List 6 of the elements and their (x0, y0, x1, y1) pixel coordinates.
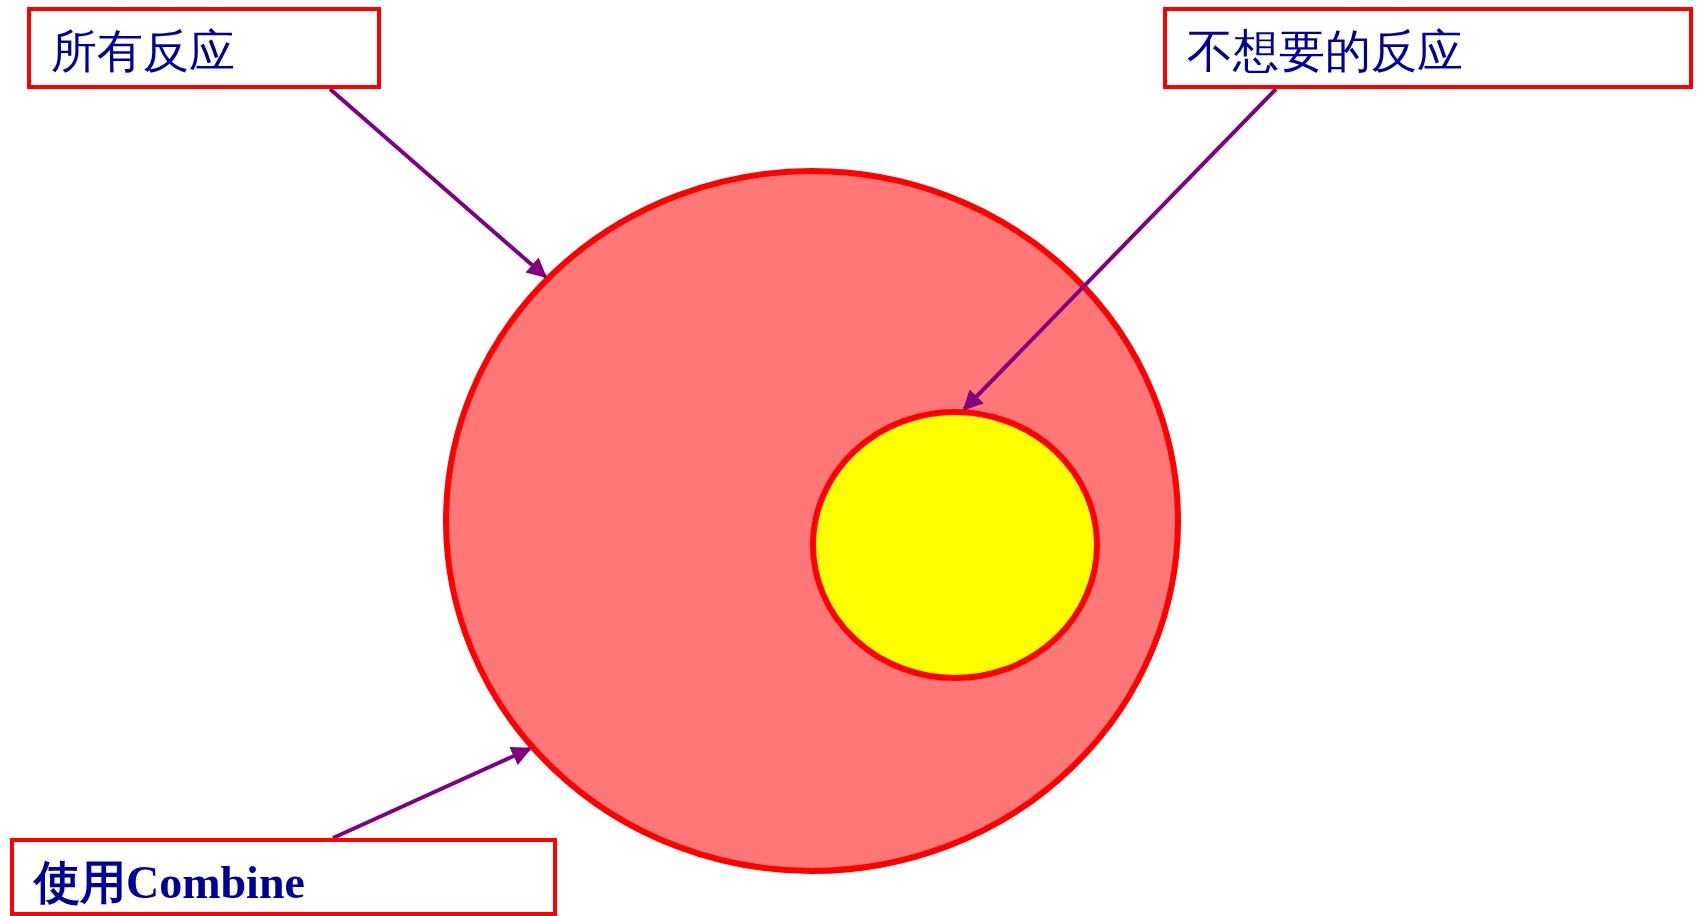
heading-box: 使用Combine (10, 838, 557, 916)
heading-box: 所有反应 (27, 7, 381, 89)
heading-box: 不想要的反应 (1163, 7, 1693, 89)
arrow (328, 87, 548, 279)
arrow (332, 746, 532, 840)
arrow (962, 87, 1278, 411)
